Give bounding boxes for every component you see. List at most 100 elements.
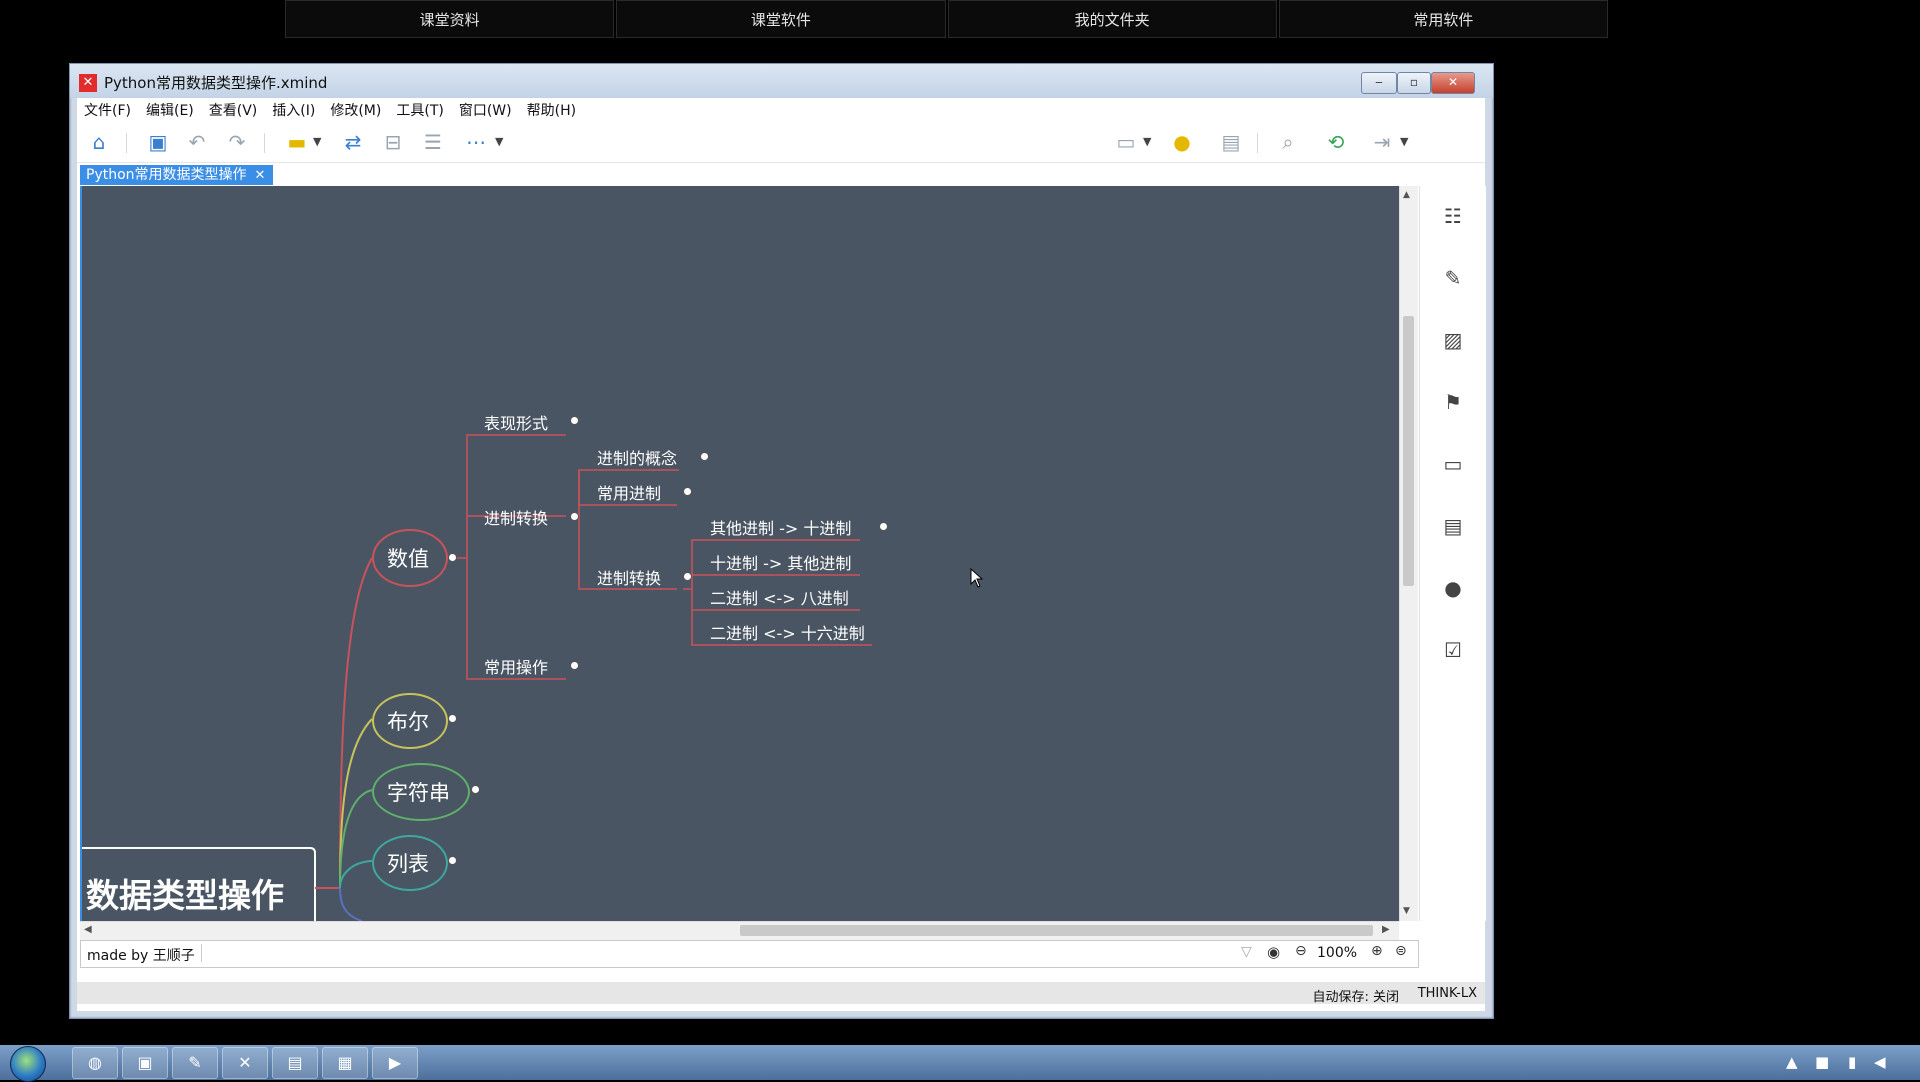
scroll-left-icon[interactable]: ◀ bbox=[84, 924, 92, 935]
horizontal-scroll-thumb[interactable] bbox=[740, 925, 1373, 936]
maximize-button[interactable]: ▫ bbox=[1397, 72, 1431, 94]
start-button[interactable] bbox=[10, 1046, 46, 1082]
zoom-in-icon[interactable]: ⊕ bbox=[1371, 943, 1383, 959]
brainstorm-icon[interactable]: ● bbox=[1173, 130, 1191, 154]
expand-toggle-icon[interactable] bbox=[471, 785, 480, 794]
top-tab-class-software[interactable]: 课堂软件 bbox=[616, 0, 946, 38]
export-icon[interactable]: ⇥ bbox=[1373, 130, 1391, 154]
top-tab-common-software[interactable]: 常用软件 bbox=[1278, 0, 1608, 38]
gantt-icon[interactable]: ▤ bbox=[1221, 130, 1241, 154]
xmind-icon[interactable]: ✕ bbox=[222, 1047, 268, 1079]
expand-toggle-icon[interactable] bbox=[570, 416, 579, 425]
mindmap-canvas[interactable]: 数据类型操作 数值 布尔 字符串 列表 表现形式 进制转换 常用操作 进制的概念 bbox=[80, 186, 1403, 921]
menu-file[interactable]: 文件(F) bbox=[84, 103, 131, 119]
string-topic-pill[interactable] bbox=[372, 763, 470, 821]
close-tab-icon[interactable]: ✕ bbox=[254, 168, 266, 183]
input-method-icon[interactable]: ■ bbox=[1815, 1053, 1830, 1071]
menu-insert[interactable]: 插入(I) bbox=[272, 103, 316, 119]
list-topic-pill[interactable] bbox=[372, 835, 448, 891]
document-app-icon[interactable]: ▤ bbox=[272, 1047, 318, 1079]
format-icon[interactable]: ✎ bbox=[1444, 266, 1462, 290]
collapse-toggle-icon[interactable] bbox=[683, 572, 692, 581]
root-topic[interactable]: 数据类型操作 bbox=[86, 876, 284, 915]
menu-window[interactable]: 窗口(W) bbox=[458, 103, 512, 119]
presentation-dropdown-icon[interactable]: ▼ bbox=[1143, 135, 1152, 148]
subtopic-conversion[interactable]: 进制转换 bbox=[484, 509, 549, 528]
scroll-right-icon[interactable]: ▶ bbox=[1382, 924, 1390, 935]
more-icon[interactable]: ⋯ bbox=[466, 130, 486, 154]
bool-topic-pill[interactable] bbox=[372, 693, 448, 749]
top-tab-class-materials[interactable]: 课堂资料 bbox=[285, 0, 615, 38]
expand-toggle-icon[interactable] bbox=[448, 856, 457, 865]
conversion-methods[interactable]: 进制转换 bbox=[597, 569, 662, 588]
relationship-icon[interactable]: ⇄ bbox=[344, 130, 362, 154]
conversion-concept[interactable]: 进制的概念 bbox=[597, 449, 678, 468]
expand-toggle-icon[interactable] bbox=[700, 452, 709, 461]
menu-tools[interactable]: 工具(T) bbox=[396, 103, 444, 119]
autosave-status[interactable]: 自动保存: 关闭 bbox=[1312, 990, 1399, 1005]
detail-binary-hex[interactable]: 二进制 <-> 十六进制 bbox=[710, 624, 865, 643]
subtopic-operations[interactable]: 常用操作 bbox=[484, 658, 549, 677]
comments-icon[interactable]: ● bbox=[1444, 576, 1462, 600]
zoom-out-icon[interactable]: ⊖ bbox=[1295, 943, 1307, 959]
task-icon[interactable]: ☑ bbox=[1444, 638, 1462, 662]
minimize-button[interactable]: ‒ bbox=[1361, 72, 1397, 94]
menu-help[interactable]: 帮助(H) bbox=[526, 103, 577, 119]
recorder-icon[interactable]: ▶ bbox=[372, 1047, 418, 1079]
string-topic[interactable]: 字符串 bbox=[387, 781, 450, 805]
summary-icon[interactable]: ⊟ bbox=[384, 130, 402, 154]
numeric-topic-pill[interactable] bbox=[372, 529, 448, 587]
expand-toggle-icon[interactable] bbox=[683, 487, 692, 496]
menu-edit[interactable]: 编辑(E) bbox=[145, 103, 194, 119]
firefox-icon[interactable]: ◍ bbox=[72, 1047, 118, 1079]
text-icon[interactable]: ▭ bbox=[1443, 452, 1463, 476]
image-icon[interactable]: ▨ bbox=[1443, 328, 1463, 352]
editor-icon[interactable]: ▣ bbox=[122, 1047, 168, 1079]
network-icon[interactable]: ▮ bbox=[1848, 1053, 1857, 1071]
redo-icon[interactable]: ↷ bbox=[228, 130, 246, 154]
detail-binary-octal[interactable]: 二进制 <-> 八进制 bbox=[710, 589, 849, 608]
collapse-toggle-icon[interactable] bbox=[570, 512, 579, 521]
menu-modify[interactable]: 修改(M) bbox=[330, 103, 382, 119]
home-icon[interactable]: ⌂ bbox=[92, 130, 106, 154]
list-topic[interactable]: 列表 bbox=[387, 852, 429, 876]
topic-icon[interactable]: ▬ bbox=[287, 130, 307, 154]
export-dropdown-icon[interactable]: ▼ bbox=[1400, 135, 1409, 148]
subtopic-form[interactable]: 表现形式 bbox=[484, 414, 549, 433]
volume-icon[interactable]: ◀ bbox=[1874, 1053, 1886, 1071]
scroll-up-icon[interactable]: ▲ bbox=[1403, 190, 1410, 200]
scroll-down-icon[interactable]: ▼ bbox=[1403, 906, 1410, 916]
topic-dropdown-icon[interactable]: ▼ bbox=[313, 135, 322, 148]
bool-topic[interactable]: 布尔 bbox=[387, 710, 429, 734]
top-tab-my-folder[interactable]: 我的文件夹 bbox=[947, 0, 1277, 38]
outline-icon[interactable]: ☷ bbox=[1444, 204, 1462, 228]
marker-icon[interactable]: ⚑ bbox=[1444, 390, 1462, 414]
vertical-scroll-thumb[interactable] bbox=[1403, 316, 1414, 586]
numeric-topic[interactable]: 数值 bbox=[387, 547, 429, 571]
fit-zoom-icon[interactable]: ⊜ bbox=[1395, 943, 1407, 959]
conversion-common-bases[interactable]: 常用进制 bbox=[597, 484, 662, 503]
detail-other-to-decimal[interactable]: 其他进制 -> 十进制 bbox=[710, 519, 852, 538]
tray-expand-icon[interactable]: ▲ bbox=[1786, 1053, 1798, 1071]
expand-toggle-icon[interactable] bbox=[448, 714, 457, 723]
save-icon[interactable]: ▣ bbox=[148, 130, 168, 154]
presentation-icon[interactable]: ▭ bbox=[1116, 130, 1136, 154]
notes-icon[interactable]: ▤ bbox=[1443, 514, 1463, 538]
undo-icon[interactable]: ↶ bbox=[188, 130, 206, 154]
close-button[interactable]: ✕ bbox=[1431, 72, 1475, 94]
collapse-toggle-icon[interactable] bbox=[448, 553, 457, 562]
expand-toggle-icon[interactable] bbox=[879, 522, 888, 531]
detail-decimal-to-other[interactable]: 十进制 -> 其他进制 bbox=[710, 554, 852, 573]
zoom-level[interactable]: 100% bbox=[1317, 945, 1358, 961]
title-bar[interactable]: ✕ Python常用数据类型操作.xmind ‒ ▫ ✕ bbox=[70, 64, 1493, 98]
filter-icon[interactable]: ▽ bbox=[1241, 944, 1252, 960]
pen-tool-icon[interactable]: ✎ bbox=[172, 1047, 218, 1079]
share-icon[interactable]: ⟲ bbox=[1327, 130, 1345, 154]
horizontal-scrollbar[interactable]: ◀ ▶ bbox=[80, 921, 1399, 940]
menu-view[interactable]: 查看(V) bbox=[208, 103, 258, 119]
expand-toggle-icon[interactable] bbox=[570, 661, 579, 670]
pycharm-icon[interactable]: ▦ bbox=[322, 1047, 368, 1079]
boundary-icon[interactable]: ☰ bbox=[424, 130, 442, 154]
eye-icon[interactable]: ◉ bbox=[1267, 943, 1281, 961]
search-icon[interactable]: ⌕ bbox=[1282, 130, 1294, 154]
